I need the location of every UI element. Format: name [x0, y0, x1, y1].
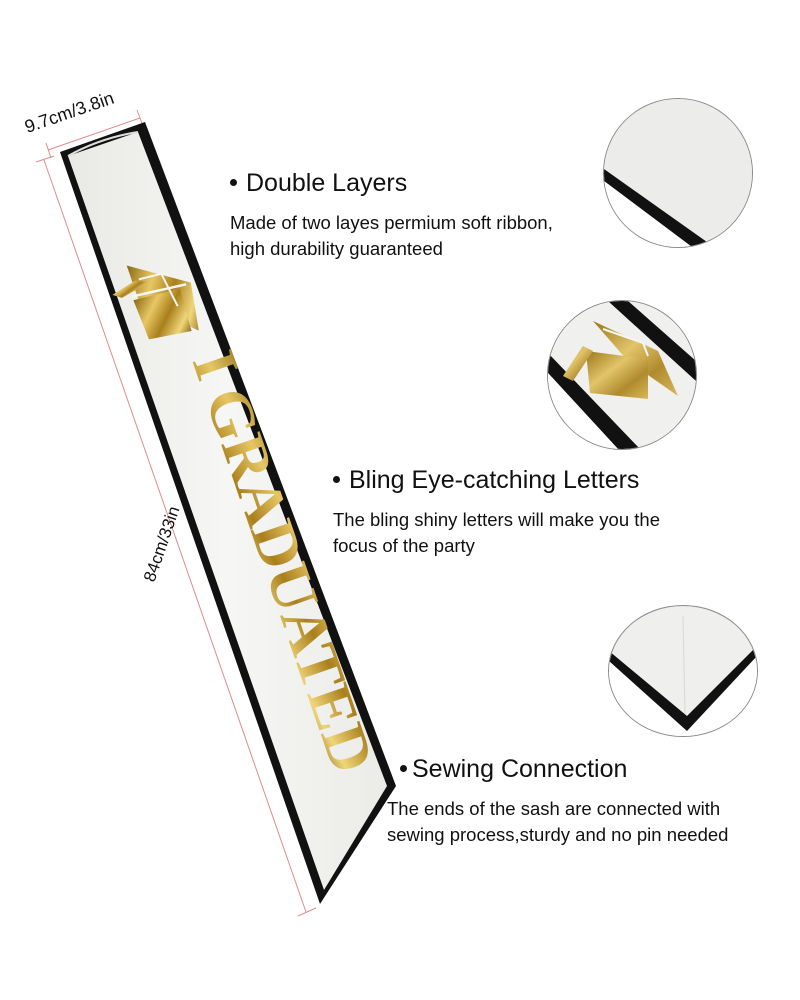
- bullet-icon: [230, 178, 237, 186]
- graduation-cap-icon: [112, 265, 199, 340]
- feature-title: Bling Eye-catching Letters: [333, 465, 660, 495]
- feature-sewing-connection: Sewing Connection The ends of the sash a…: [387, 754, 728, 848]
- gold-letters-closeup: [547, 300, 697, 450]
- feature-description: Made of two layes permium soft ribbon, h…: [230, 212, 553, 259]
- feature-description: The ends of the sash are connected with …: [387, 798, 729, 845]
- feature-bling-letters: Bling Eye-catching Letters The bling shi…: [333, 465, 660, 559]
- graduation-cap-icon: [563, 321, 678, 399]
- feature-title: Double Layers: [230, 168, 553, 198]
- feature-description: The bling shiny letters will make you th…: [333, 509, 660, 556]
- sewing-end-closeup: [608, 605, 758, 737]
- bullet-icon: [333, 475, 340, 483]
- bullet-icon: [400, 764, 407, 772]
- length-dimension-line: [35, 155, 317, 917]
- double-layer-closeup: [603, 98, 753, 248]
- feature-title: Sewing Connection: [400, 754, 728, 784]
- feature-double-layers: Double Layers Made of two layes permium …: [230, 168, 553, 262]
